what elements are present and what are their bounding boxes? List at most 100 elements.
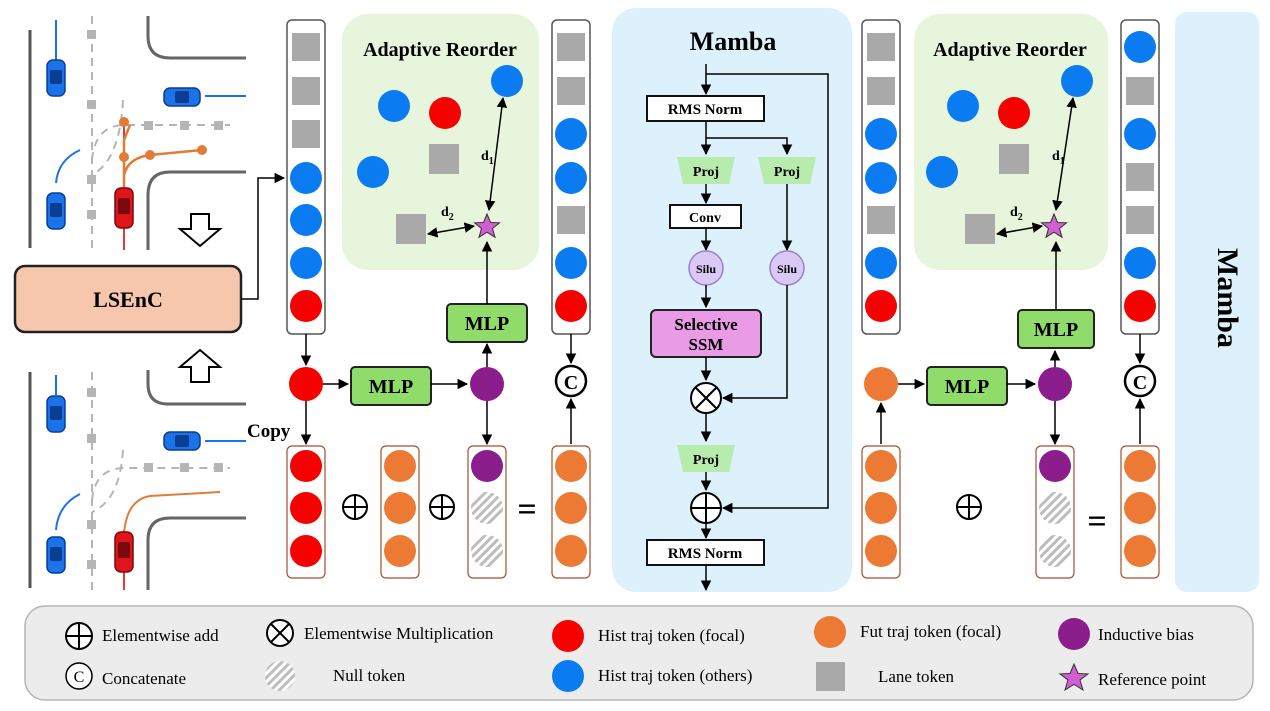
- svg-text:RMS Norm: RMS Norm: [668, 546, 743, 562]
- reference-point-star: [473, 212, 501, 239]
- concatenate-symbol: C: [1123, 364, 1157, 398]
- mamba-side-panel: [1175, 12, 1259, 592]
- lsenc-block: LSEnC: [13, 264, 243, 334]
- svg-text:Inductive bias: Inductive bias: [1098, 625, 1194, 644]
- mlp-block: MLP: [350, 366, 432, 406]
- copy-label: Copy: [247, 421, 291, 442]
- elementwise-add-symbol: [429, 494, 455, 520]
- mamba-block: RMS Norm Proj Proj Conv Silu Silu: [646, 64, 829, 592]
- car-icon: [163, 87, 201, 107]
- car-icon: [114, 531, 134, 573]
- mamba-side-title: Mamba: [1211, 248, 1244, 348]
- svg-text:LSEnC: LSEnC: [93, 287, 163, 312]
- svg-text:d2: d2: [1010, 205, 1023, 223]
- car-icon: [46, 59, 66, 97]
- legend-item-hist-traj-focal: Hist traj token (focal): [552, 620, 745, 652]
- svg-text:Proj: Proj: [693, 165, 719, 180]
- hist-traj-others-token: [290, 162, 322, 194]
- svg-text:Conv: Conv: [689, 211, 721, 226]
- elementwise-multiplication-symbol: [690, 382, 722, 414]
- legend-item-inductive-bias: Inductive bias: [1058, 618, 1194, 650]
- reference-point-star: [1040, 212, 1068, 239]
- conv-block: Conv: [669, 204, 742, 229]
- svg-text:C: C: [74, 669, 85, 686]
- svg-text:RMS Norm: RMS Norm: [668, 102, 743, 118]
- svg-text:=: =: [1087, 503, 1106, 540]
- mlp-block: MLP: [1017, 309, 1095, 349]
- svg-text:MLP: MLP: [369, 376, 413, 398]
- svg-text:MLP: MLP: [1034, 319, 1078, 341]
- traffic-scene-bottom: [28, 370, 246, 590]
- hist-traj-others-token: [290, 204, 322, 236]
- svg-text:Elementwise Multiplication: Elementwise Multiplication: [304, 624, 494, 643]
- svg-text:C: C: [1133, 372, 1147, 394]
- svg-text:d2: d2: [441, 205, 454, 223]
- legend-item-null-token: Null token: [265, 661, 406, 691]
- up-arrow-icon: [177, 348, 223, 383]
- fusion-flow-left: MLP MLP Copy C: [241, 172, 588, 446]
- null-token: [471, 535, 503, 567]
- token-column-input: [286, 19, 326, 335]
- legend: Elementwise add C Concatenate Elementwis…: [24, 605, 1254, 701]
- elementwise-add-symbol: [956, 494, 982, 520]
- svg-text:SSM: SSM: [689, 335, 724, 354]
- svg-text:MLP: MLP: [465, 313, 509, 335]
- svg-text:Proj: Proj: [693, 453, 719, 468]
- bottom-columns-left: =: [286, 445, 591, 579]
- legend-item-hist-traj-others: Hist traj token (others): [552, 660, 752, 692]
- svg-text:Lane token: Lane token: [878, 667, 954, 686]
- elementwise-add-symbol: [690, 492, 722, 524]
- mlp-block: MLP: [446, 303, 528, 343]
- traffic-scene-top: [28, 16, 246, 250]
- focal-token: [289, 367, 323, 401]
- car-icon: [46, 395, 66, 433]
- legend-item-fut-traj-focal: Fut traj token (focal): [814, 616, 1001, 648]
- lane-token: [292, 120, 320, 148]
- rms-norm-block: RMS Norm: [646, 539, 765, 566]
- mamba-title: Mamba: [690, 27, 777, 56]
- svg-text:Selective: Selective: [674, 315, 738, 334]
- svg-text:Silu: Silu: [777, 262, 797, 276]
- car-icon: [46, 192, 66, 230]
- svg-text:Concatenate: Concatenate: [102, 669, 186, 688]
- silu-block: Silu: [769, 250, 805, 286]
- mlp-block: MLP: [926, 366, 1008, 406]
- svg-text:d1: d1: [481, 149, 494, 167]
- legend-item-elementwise-add: Elementwise add: [65, 622, 219, 650]
- silu-block: Silu: [688, 250, 724, 286]
- hist-traj-others-token: [290, 247, 322, 279]
- proj-block: Proj: [677, 445, 735, 472]
- bottom-columns-right: =: [861, 445, 1160, 579]
- token-column-reordered: [551, 19, 591, 335]
- legend-item-concatenate: C Concatenate: [65, 662, 186, 690]
- inductive-bias-token: [470, 367, 504, 401]
- car-icon: [163, 431, 201, 451]
- svg-text:Hist traj token (others): Hist traj token (others): [598, 666, 752, 685]
- token-column-right-input: [861, 19, 901, 335]
- legend-item-lane-token: Lane token: [816, 662, 954, 691]
- proj-block: Proj: [758, 157, 816, 184]
- svg-text:Hist traj token (focal): Hist traj token (focal): [598, 626, 745, 645]
- legend-item-elementwise-multiplication: Elementwise Multiplication: [266, 619, 494, 647]
- down-arrow-icon: [177, 213, 223, 248]
- adaptive-reorder-title: Adaptive Reorder: [933, 39, 1087, 61]
- svg-text:MLP: MLP: [945, 376, 989, 398]
- svg-text:Reference point: Reference point: [1098, 670, 1206, 689]
- lane-token: [292, 33, 320, 61]
- proj-block: Proj: [677, 157, 735, 184]
- svg-text:C: C: [564, 372, 578, 394]
- reorder-content-right: d1 d2: [926, 65, 1093, 244]
- reorder-content-left: d1 d2: [357, 65, 523, 244]
- hist-traj-focal-token: [290, 290, 322, 322]
- svg-text:Null token: Null token: [333, 666, 406, 685]
- elementwise-add-symbol: [342, 494, 368, 520]
- null-token: [471, 492, 503, 524]
- lane-token: [292, 77, 320, 105]
- svg-text:Proj: Proj: [774, 165, 800, 180]
- fusion-flow-right: MLP MLP C: [864, 240, 1157, 446]
- svg-text:Silu: Silu: [696, 262, 716, 276]
- car-icon: [46, 536, 66, 574]
- adaptive-reorder-title: Adaptive Reorder: [363, 39, 517, 61]
- svg-text:=: =: [517, 491, 536, 528]
